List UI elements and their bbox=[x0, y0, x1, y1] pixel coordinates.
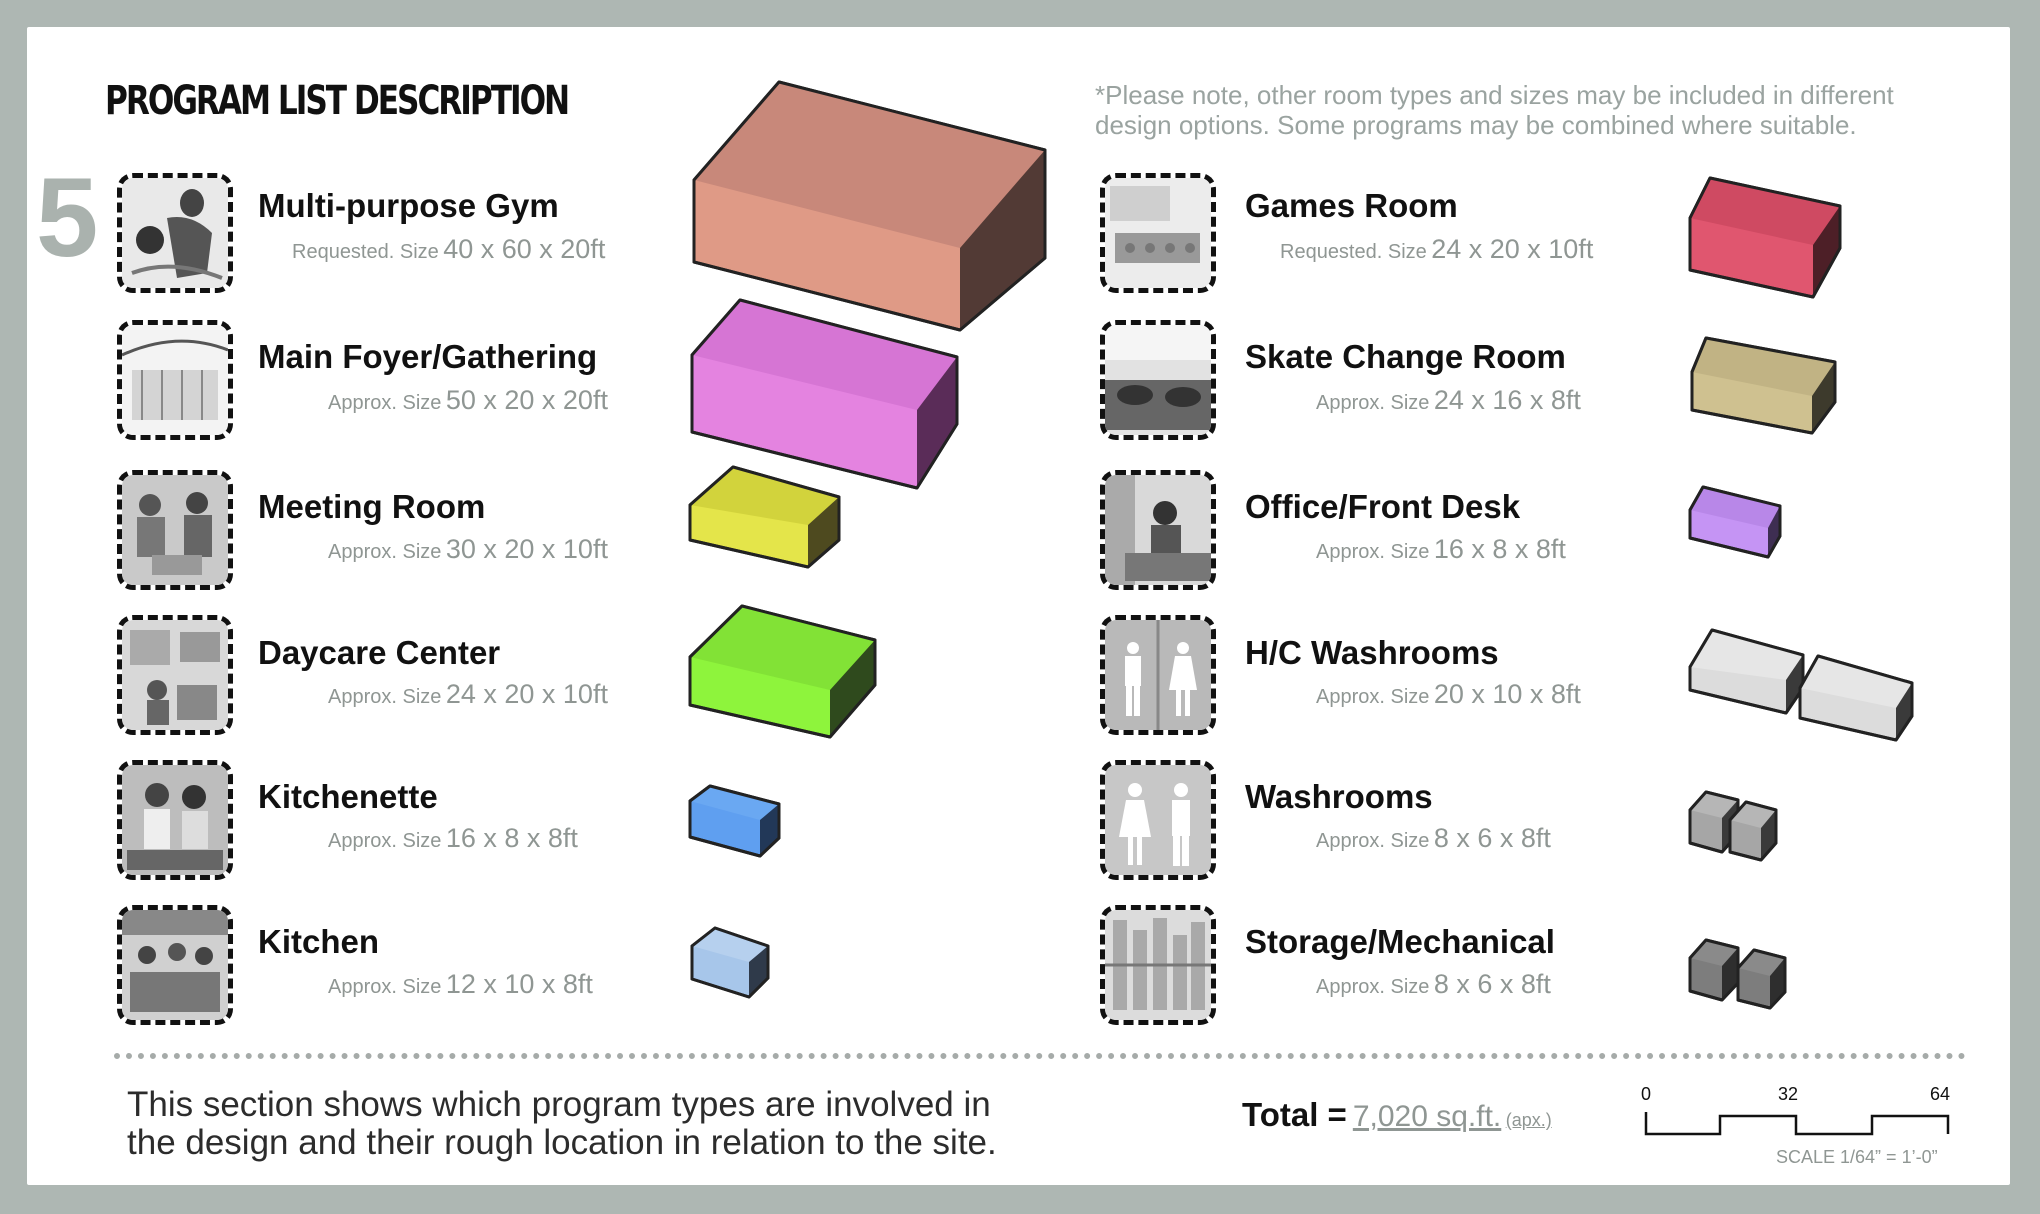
office-photo bbox=[1100, 470, 1216, 590]
total-approx: (apx.) bbox=[1505, 1110, 1552, 1130]
room-size-kitchen: Approx. Size 12 x 10 x 8ft bbox=[328, 969, 593, 999]
meeting-photo bbox=[117, 470, 233, 590]
room-name-washrooms: Washrooms bbox=[1245, 778, 1433, 815]
room-size-skate: Approx. Size 24 x 16 x 8ft bbox=[1316, 385, 1581, 415]
room-name-games: Games Room bbox=[1245, 187, 1458, 224]
room-size-gym: Requested. Size 40 x 60 x 20ft bbox=[292, 234, 606, 264]
skate-photo bbox=[1100, 320, 1216, 440]
room-name-gym: Multi-purpose Gym bbox=[258, 187, 559, 224]
total-label: Total = bbox=[1242, 1096, 1347, 1133]
room-name-foyer: Main Foyer/Gathering bbox=[258, 338, 598, 375]
room-size-kitchenette: Approx. Size 16 x 8 x 8ft bbox=[328, 823, 578, 853]
dotted-divider bbox=[114, 1053, 1966, 1059]
scale-tick-32: 32 bbox=[1778, 1084, 1799, 1104]
storage-photo bbox=[1100, 905, 1216, 1025]
kitchen-photo bbox=[117, 905, 233, 1025]
kitchenette-photo bbox=[117, 760, 233, 880]
room-name-office: Office/Front Desk bbox=[1245, 488, 1521, 525]
total-value: 7,020 sq.ft. bbox=[1352, 1100, 1502, 1133]
room-size-storage: Approx. Size 8 x 6 x 8ft bbox=[1316, 969, 1551, 999]
scale-caption: SCALE 1/64” = 1’-0” bbox=[1776, 1147, 1938, 1167]
washroom-sign bbox=[1100, 760, 1216, 880]
room-size-washrooms: Approx. Size 8 x 6 x 8ft bbox=[1316, 823, 1551, 853]
room-size-daycare: Approx. Size 24 x 20 x 10ft bbox=[328, 679, 608, 709]
room-size-games: Requested. Size 24 x 20 x 10ft bbox=[1280, 234, 1594, 264]
gym-photo bbox=[117, 173, 233, 293]
page-title: PROGRAM LIST DESCRIPTION bbox=[105, 78, 570, 124]
hc-washroom-sign bbox=[1100, 615, 1216, 735]
room-size-foyer: Approx. Size 50 x 20 x 20ft bbox=[328, 385, 608, 415]
section-number: 5 bbox=[36, 155, 99, 280]
total-area: Total =7,020 sq.ft. (apx.) bbox=[1242, 1096, 1552, 1134]
room-name-daycare: Daycare Center bbox=[258, 634, 501, 671]
room-name-storage: Storage/Mechanical bbox=[1245, 923, 1555, 960]
room-size-office: Approx. Size 16 x 8 x 8ft bbox=[1316, 534, 1566, 564]
games-photo bbox=[1100, 173, 1216, 293]
scale-tick-0: 0 bbox=[1641, 1084, 1652, 1104]
daycare-photo bbox=[117, 615, 233, 735]
foyer-photo bbox=[117, 320, 233, 440]
room-name-meeting: Meeting Room bbox=[258, 488, 486, 525]
room-name-kitchen: Kitchen bbox=[258, 923, 380, 960]
room-size-hc-washrooms: Approx. Size 20 x 10 x 8ft bbox=[1316, 679, 1581, 709]
room-name-hc-washrooms: H/C Washrooms bbox=[1245, 634, 1499, 671]
note-text: *Please note, other room types and sizes… bbox=[1095, 80, 1894, 140]
room-size-meeting: Approx. Size 30 x 20 x 10ft bbox=[328, 534, 608, 564]
room-name-kitchenette: Kitchenette bbox=[258, 778, 438, 815]
scale-tick-64: 64 bbox=[1930, 1084, 1951, 1104]
room-name-skate: Skate Change Room bbox=[1245, 338, 1566, 375]
description-text: This section shows which program types a… bbox=[127, 1085, 997, 1162]
scale-bar: 0 32 64 bbox=[1634, 1080, 1964, 1164]
scale-graphic bbox=[1644, 1112, 1950, 1136]
